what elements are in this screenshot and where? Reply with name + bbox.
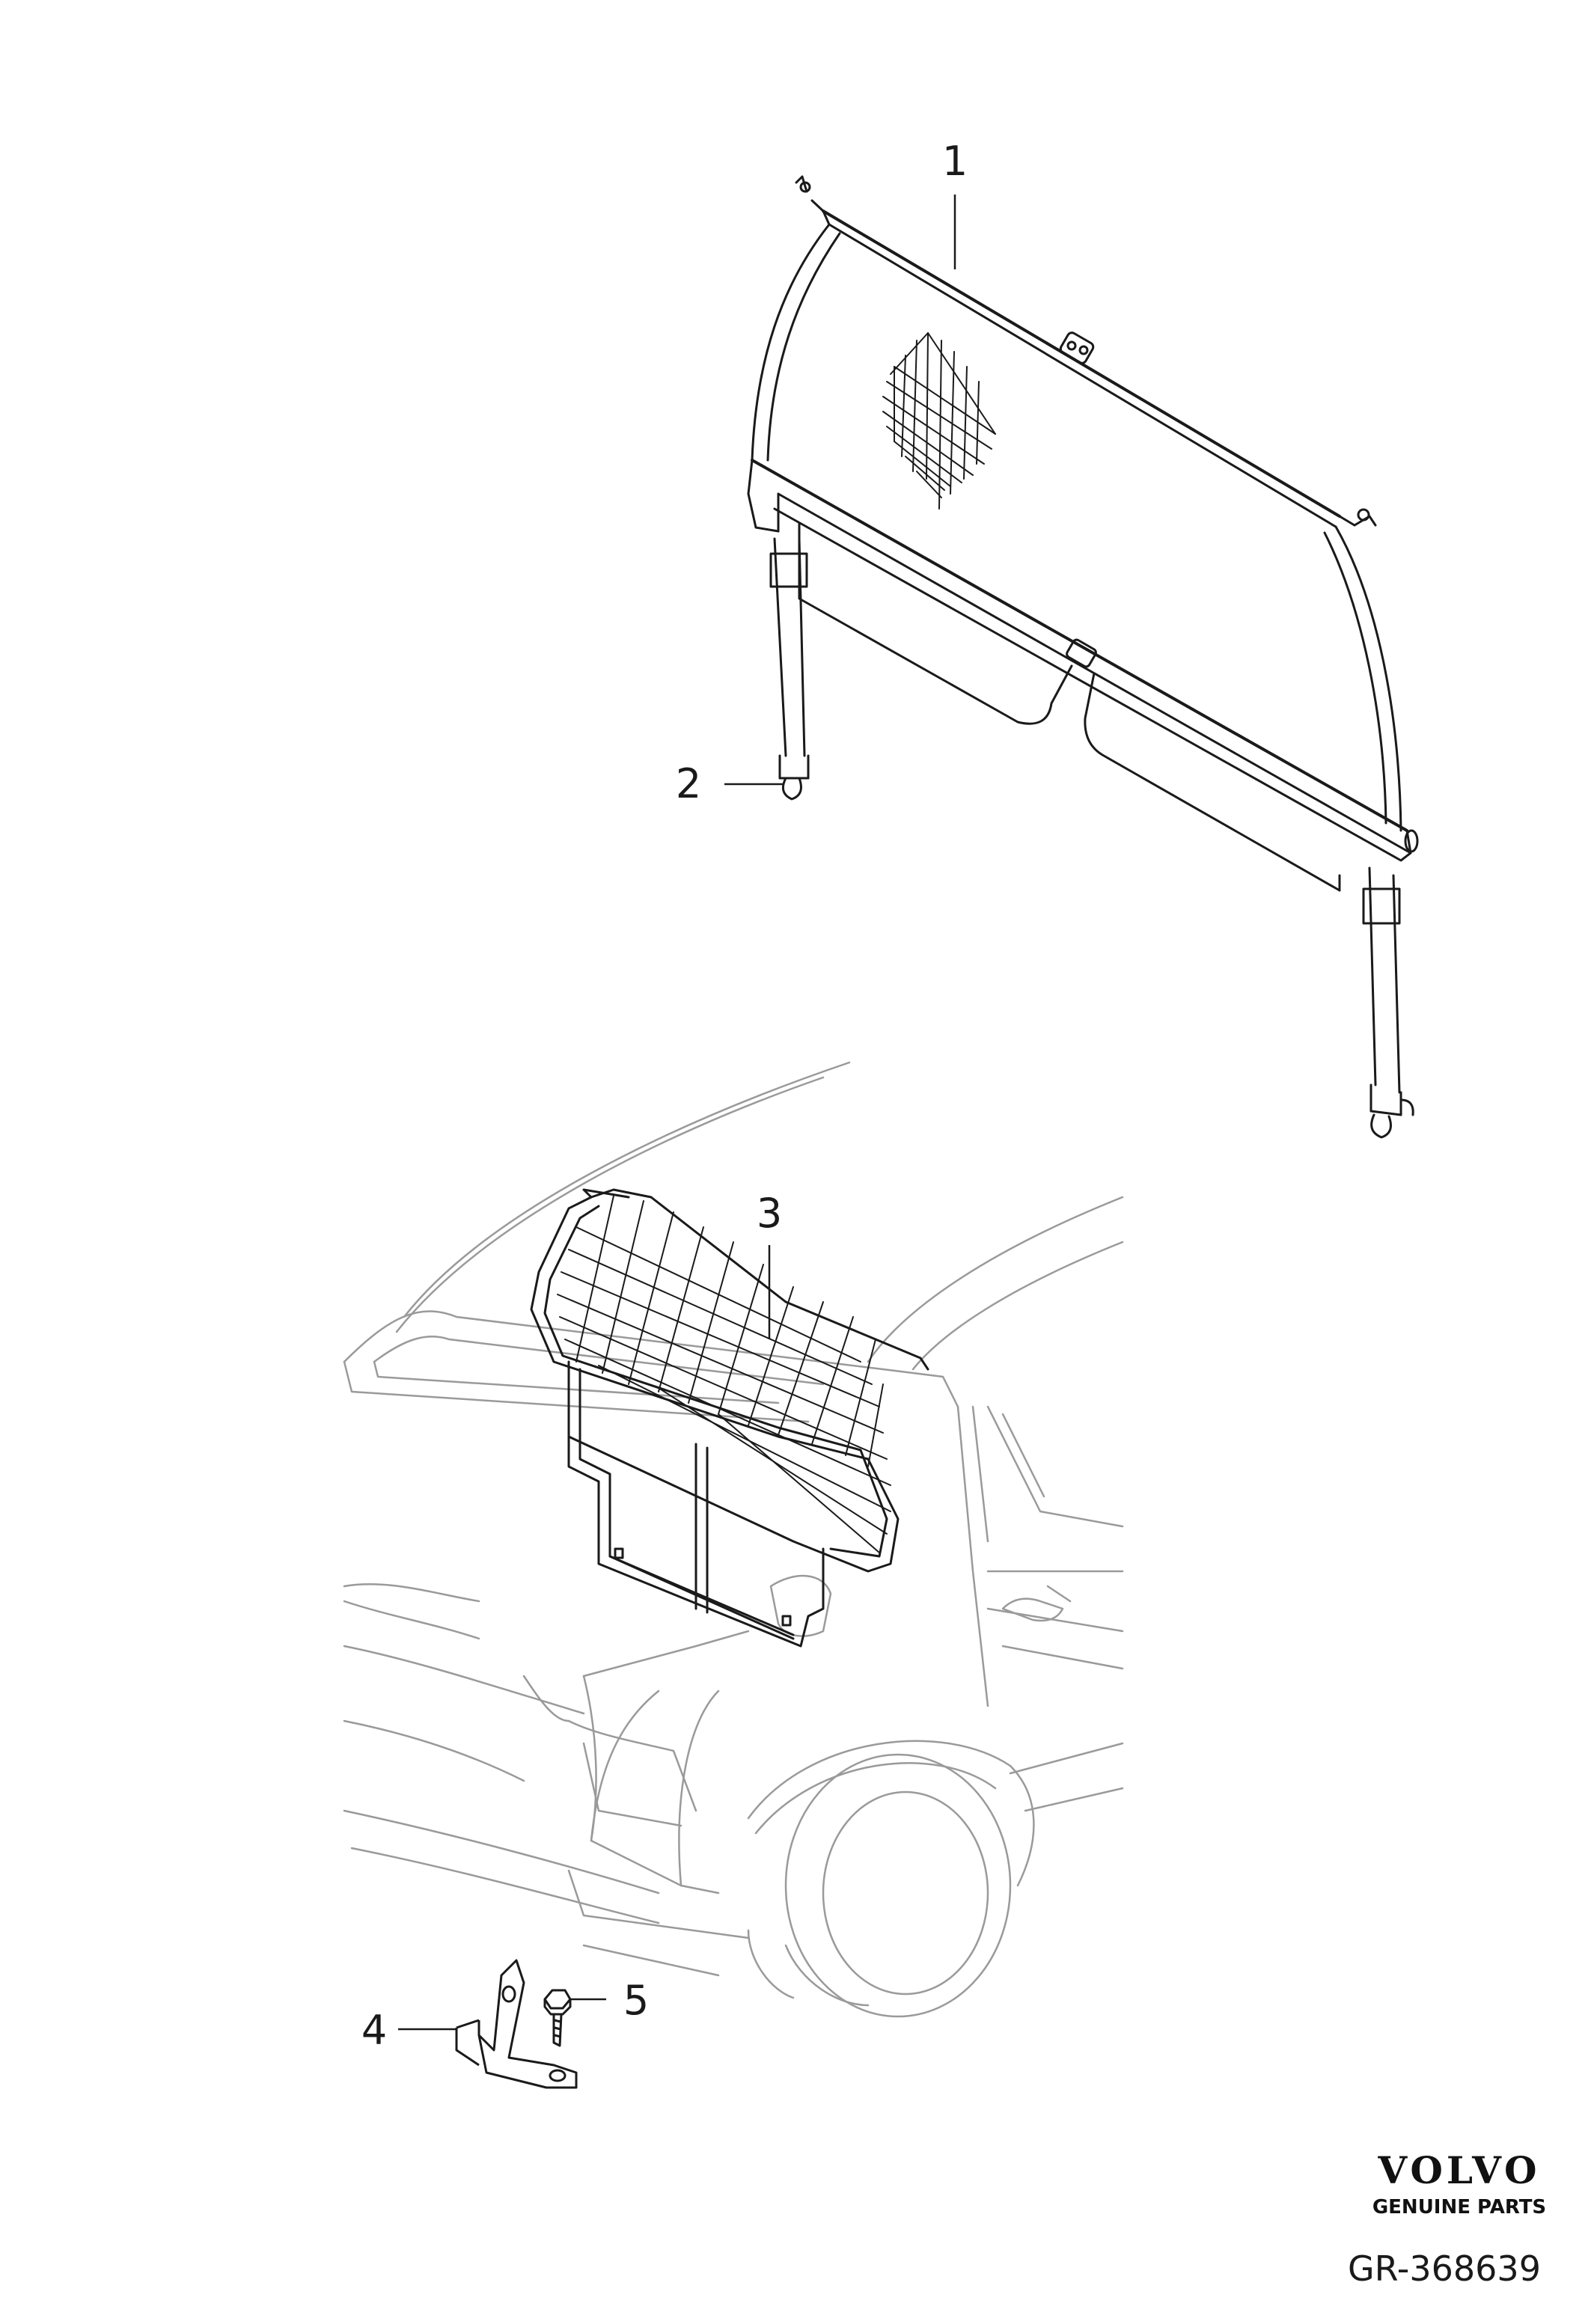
callout-2: 2: [676, 760, 784, 807]
callout-5-label: 5: [623, 1977, 649, 2024]
brand-block: VOLVO GENUINE PARTS GR-368639: [1348, 2148, 1546, 2289]
vehicle-outline: [343, 1061, 1124, 2018]
callout-4: 4: [361, 2007, 456, 2054]
left-strap: [769, 537, 810, 801]
callout-5: 5: [570, 1977, 649, 2024]
net-mesh: [882, 332, 996, 510]
genuine-parts-label: GENUINE PARTS: [1372, 2196, 1546, 2218]
callout-3: 3: [757, 1190, 782, 1339]
callout-4-label: 4: [361, 2007, 387, 2054]
mounting-bracket: [455, 1959, 578, 2089]
cargo-cover-assembly: [747, 175, 1419, 1139]
right-strap: [1362, 866, 1414, 1139]
callout-2-label: 2: [676, 760, 701, 807]
load-barrier: [530, 1188, 929, 1648]
barrier-mesh: [557, 1195, 891, 1553]
volvo-logo: VOLVO: [1377, 2148, 1540, 2192]
bolt: [543, 1989, 572, 2047]
diagram-reference-code: GR-368639: [1348, 2248, 1541, 2289]
callout-3-label: 3: [757, 1190, 782, 1237]
callout-1: 1: [942, 138, 968, 269]
callout-1-label: 1: [942, 138, 968, 185]
